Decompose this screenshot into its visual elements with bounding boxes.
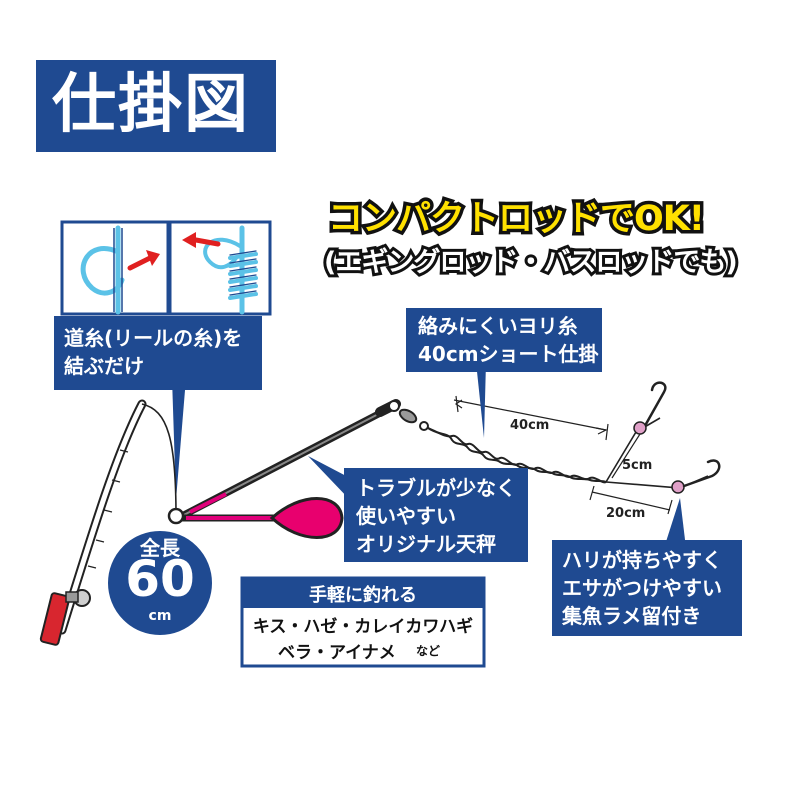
measure-40cm [453,395,609,441]
promo-subline: (エギングロッド・バスロッドでも) [321,244,741,281]
hook-branches [605,417,709,489]
promo-headline: コンパクトロッドでOK! [325,196,709,243]
callout-pointer-sinker [308,456,350,500]
bead-lower [671,480,685,494]
length-badge-label: 全長 [140,536,180,560]
fishing-rod [39,399,147,646]
callout-pointer-knot [172,378,186,500]
sinker-weight [269,497,344,539]
swivel [388,400,429,431]
hook-upper [644,381,667,426]
callout-pointer-twist [476,362,486,438]
callout-twist-line: 絡みにくいヨリ糸 40cmショート仕掛 [406,308,602,372]
targets-line2: ベラ・アイナメ [278,643,396,663]
measure-5cm [611,433,641,479]
arrow-right-icon [127,250,160,271]
callout-hooks-line1: ハリが持ちやすく [562,548,722,572]
bead-upper [633,421,647,435]
callout-hooks-line3: 集魚ラメ留付き [562,604,702,628]
main-line [141,403,177,517]
page-title: 仕掛図 [52,68,250,142]
sinker-arm [174,399,401,522]
length-badge-circle [104,527,216,639]
measure-label-5cm: 5cm [622,458,653,473]
callout-sinker: トラブルが少なく 使いやすい オリジナル天秤 [344,468,528,562]
length-badge-value: 60 [125,550,195,608]
callout-hooks-line2: エサがつけやすい [562,576,722,600]
callout-sinker-line1: トラブルが少なく [356,476,516,500]
knot-loop-outline [113,228,123,312]
knot-step-1-panel [60,220,170,316]
measure-20cm [589,485,673,515]
length-badge-unit: cm [148,608,172,624]
knot-loop-icon [80,225,125,315]
callout-twist-line1: 絡みにくいヨリ糸 [418,314,578,338]
measure-label-40cm: 40cm [510,418,550,433]
knot-wrap-icon [203,225,258,315]
callout-sinker-line3: オリジナル天秤 [356,532,496,556]
targets-line2-suffix: など [416,644,441,658]
targets-line1: キス・ハゼ・カレイカワハギ [252,617,474,637]
measure-label-20cm: 20cm [606,506,646,521]
arrow-left-icon [182,232,221,248]
callout-knot: 道糸(リールの糸)を 結ぶだけ [54,316,262,390]
title-banner [36,60,276,152]
callout-twist-line2: 40cmショート仕掛 [418,342,599,366]
callout-knot-line2: 結ぶだけ [64,354,144,378]
callout-hooks: ハリが持ちやすく エサがつけやすい 集魚ラメ留付き [552,540,742,636]
targets-box-header [242,578,484,608]
callout-knot-line1: 道糸(リールの糸)を [64,326,243,350]
callout-sinker-line2: 使いやすい [356,504,456,528]
callout-pointer-hooks [664,498,686,548]
tie-ring [167,507,185,525]
targets-heading: 手軽に釣れる [309,585,417,606]
twisted-leader [427,427,607,484]
hook-lower [682,459,721,488]
